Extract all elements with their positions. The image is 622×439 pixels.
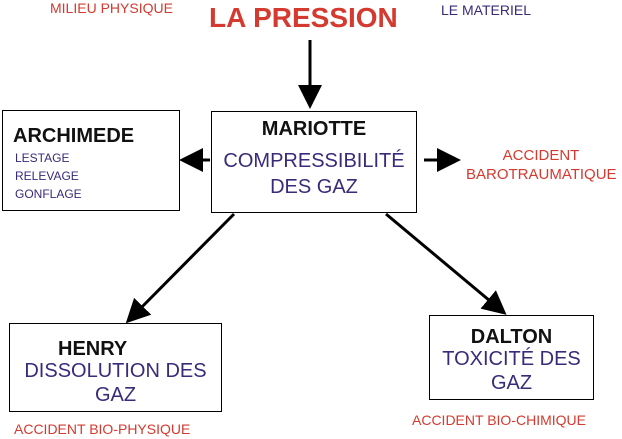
materiel-label: LE MATERIEL [441,2,531,18]
mariotte-line1: COMPRESSIBILITÉ [223,150,405,172]
archimede-item-lestage: LESTAGE [15,151,70,165]
outcome-bio-chimique: ACCIDENT BIO-CHIMIQUE [412,412,586,428]
mariotte-line2: DES GAZ [270,176,358,198]
dalton-title: DALTON [470,326,553,348]
arrow-mariotte-to-henry [125,212,236,324]
henry-box: HENRY DISSOLUTION DES GAZ [9,323,222,412]
mariotte-title: MARIOTTE [261,118,367,140]
archimede-title: ARCHIMEDE [13,125,135,147]
diagram-title: LA PRESSION [209,2,398,33]
mariotte-box: MARIOTTE COMPRESSIBILITÉ DES GAZ [211,111,417,213]
archimede-item-gonflage: GONFLAGE [15,187,82,201]
dalton-line2: GAZ [490,372,533,394]
outcome-barotraumatique-line2: BAROTRAUMATIQUE [466,166,617,183]
outcome-barotraumatique-line1: ACCIDENT [502,147,580,164]
arrow-mariotte-to-dalton [385,212,507,315]
henry-title: HENRY [58,338,128,360]
dalton-line1: TOXICITÉ DES [442,348,581,370]
milieu-physique-label: MILIEU PHYSIQUE [50,0,173,16]
outcome-bio-physique: ACCIDENT BIO-PHYSIQUE [14,421,191,437]
henry-line1: DISSOLUTION DES [24,360,207,382]
archimede-item-relevage: RELEVAGE [15,169,79,183]
dalton-box: DALTON TOXICITÉ DES GAZ [429,315,594,400]
archimede-box: ARCHIMEDE LESTAGE RELEVAGE GONFLAGE [2,110,180,211]
henry-line2: GAZ [94,384,137,406]
